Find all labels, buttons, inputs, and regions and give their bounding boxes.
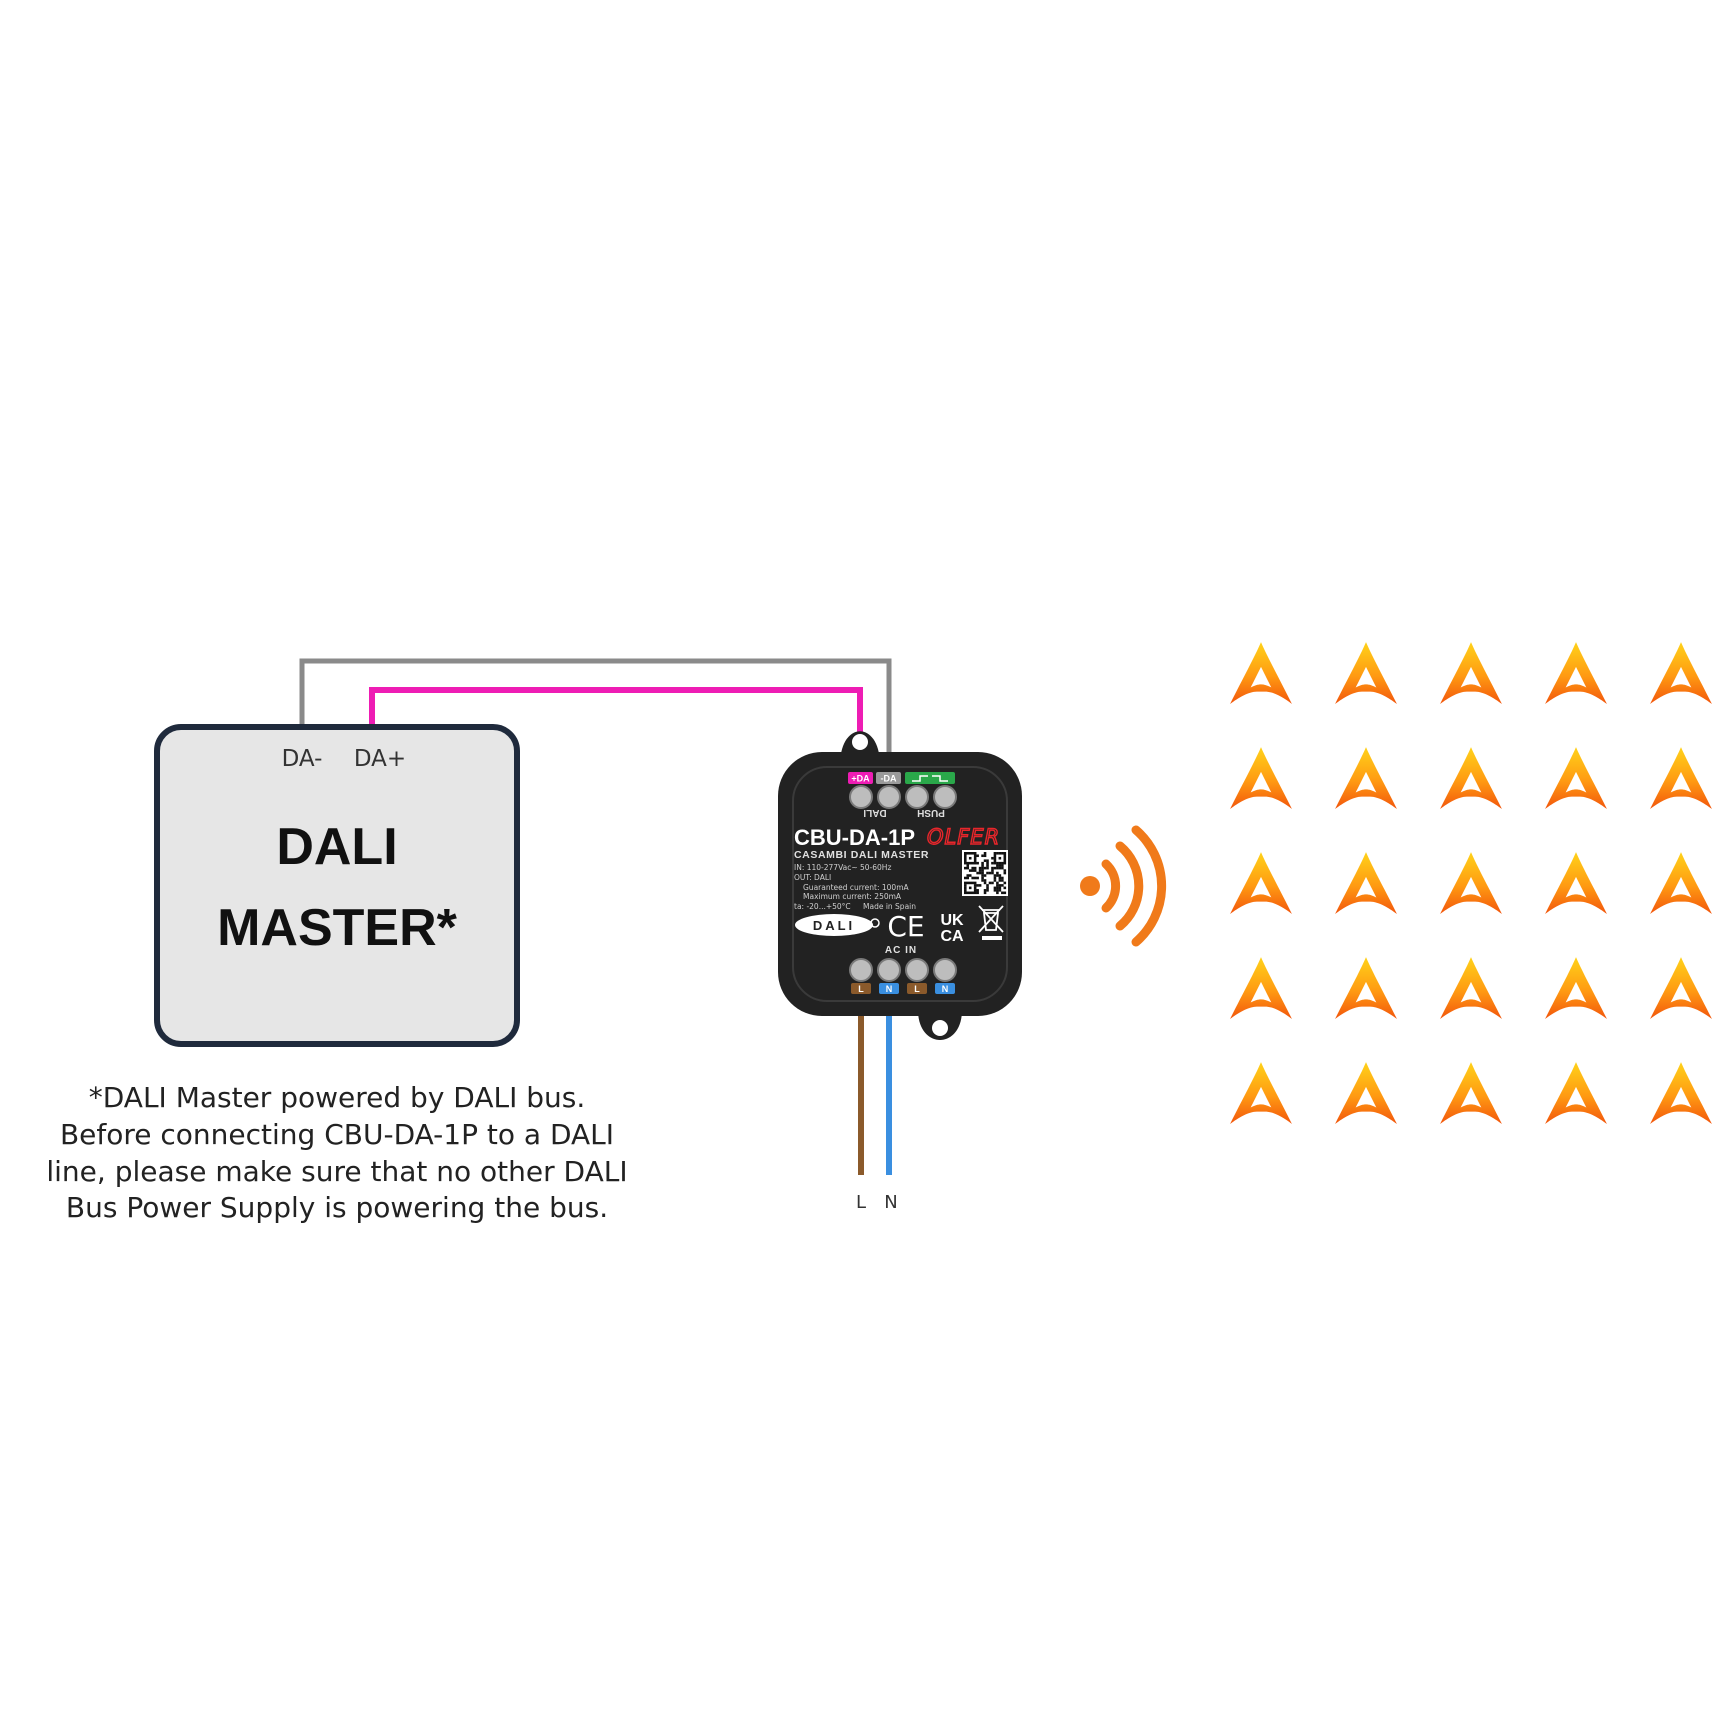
note-line-4: Bus Power Supply is powering the bus. <box>66 1191 608 1224</box>
note-line-1: *DALI Master powered by DALI bus. <box>89 1081 586 1114</box>
bottom-tag-l1 <box>851 983 871 994</box>
spec-maximum-current: Maximum current: 250mA <box>803 892 902 901</box>
casambi-logo-icon <box>1650 1062 1712 1124</box>
casambi-logo-icon <box>1545 852 1607 914</box>
casambi-logo-icon <box>1545 1062 1607 1124</box>
dali-logo: DALI <box>795 914 880 936</box>
device-subtitle: CASAMBI DALI MASTER <box>794 849 929 861</box>
casambi-logo-icon <box>1650 957 1712 1019</box>
casambi-logo-icon <box>1440 642 1502 704</box>
push-terminal-label: PUSH <box>917 807 945 818</box>
push-tag <box>905 772 955 784</box>
qr-code-icon <box>962 850 1008 896</box>
casambi-logo-icon <box>1230 1062 1292 1124</box>
power-note: *DALI Master powered by DALI bus. Before… <box>46 1081 627 1224</box>
bottom-tag-n1-text: N <box>886 984 893 994</box>
bottom-tag-l2-text: L <box>914 984 920 994</box>
brand-logo: OLFER <box>927 825 1000 849</box>
spec-input: IN: 110-277Vac~ 50-60Hz <box>794 863 891 872</box>
casambi-logo-icon <box>1230 957 1292 1019</box>
ukca-mark-uk: UK <box>940 912 964 929</box>
casambi-logo-icon <box>1440 852 1502 914</box>
casambi-logo-icon <box>1335 957 1397 1019</box>
bottom-tag-l2 <box>907 983 927 994</box>
casambi-logo-icon <box>1440 1062 1502 1124</box>
wireless-signal-icon <box>1080 825 1167 947</box>
casambi-logo-icon <box>1230 642 1292 704</box>
master-title-line2: MASTER* <box>217 899 458 957</box>
casambi-logo-icon <box>1650 642 1712 704</box>
dali-terminal-label: DALI <box>863 807 887 818</box>
ukca-mark-ca: CA <box>940 928 964 945</box>
spec-guaranteed-current: Guaranteed current: 100mA <box>803 883 909 892</box>
crossed-bin-icon <box>978 905 1004 940</box>
terminal-da-plus-label: DA+ <box>354 746 406 772</box>
terminal-tag-minus-da <box>876 772 901 784</box>
casambi-light-grid <box>1230 642 1712 1124</box>
casambi-logo-icon <box>1440 957 1502 1019</box>
master-title-line1: DALI <box>276 818 397 876</box>
note-line-3: line, please make sure that no other DAL… <box>46 1155 627 1188</box>
casambi-logo-icon <box>1230 747 1292 809</box>
note-line-2: Before connecting CBU-DA-1P to a DALI <box>60 1118 614 1151</box>
push-switch-icon <box>912 775 948 782</box>
top-screw-terminals <box>849 785 957 809</box>
casambi-logo-icon <box>1545 957 1607 1019</box>
terminal-tag-plus-da <box>848 772 873 784</box>
neutral-wire-label: N <box>884 1192 897 1213</box>
dali-logo-text: DALI <box>813 918 855 933</box>
casambi-logo-icon <box>1335 642 1397 704</box>
terminal-tag-plus-da-text: +DA <box>851 774 870 784</box>
bottom-tag-n2-text: N <box>942 984 949 994</box>
ac-in-label: AC IN <box>885 945 917 956</box>
dali-master-box: DA- DA+ DALI MASTER* <box>154 724 520 1047</box>
casambi-logo-icon <box>1335 1062 1397 1124</box>
casambi-logo-icon <box>1440 747 1502 809</box>
model-name: CBU-DA-1P <box>794 825 915 850</box>
bottom-tag-n2 <box>935 983 955 994</box>
terminal-da-minus-label: DA- <box>282 746 323 772</box>
bottom-tag-n1 <box>879 983 899 994</box>
casambi-logo-icon <box>1650 747 1712 809</box>
casambi-logo-icon <box>1650 852 1712 914</box>
cbu-da-1p-device: +DA -DA DALI PUSH CBU-DA-1P OLFER CASAMB… <box>778 731 1022 1040</box>
made-in: Made in Spain <box>863 902 916 911</box>
spec-output: OUT: DALI <box>794 873 831 882</box>
da-minus-wire <box>299 658 892 762</box>
casambi-logo-icon <box>1335 852 1397 914</box>
casambi-logo-icon <box>1545 642 1607 704</box>
casambi-logo-icon <box>1545 747 1607 809</box>
bottom-tag-l1-text: L <box>858 984 864 994</box>
casambi-logo-icon <box>1335 747 1397 809</box>
spec-ambient-temp: ta: -20...+50°C <box>794 902 851 911</box>
casambi-logo-icon <box>1230 852 1292 914</box>
ce-mark: CE <box>887 910 924 943</box>
terminal-tag-minus-da-text: -DA <box>881 774 897 784</box>
bottom-screw-terminals <box>849 958 957 982</box>
live-wire-label: L <box>856 1192 866 1213</box>
